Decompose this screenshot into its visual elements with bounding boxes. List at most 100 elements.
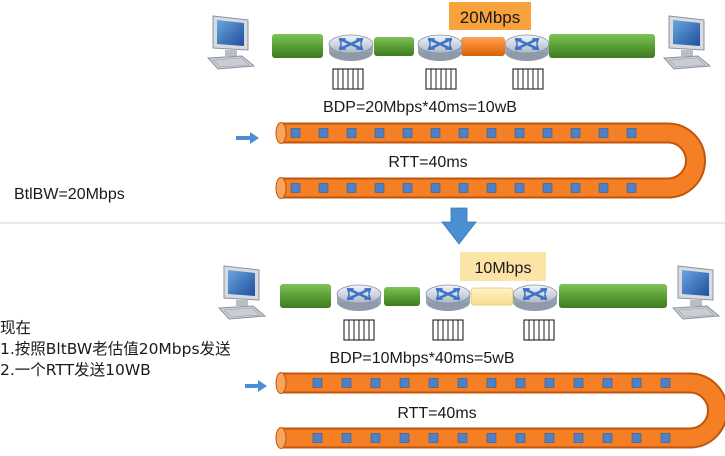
packet-row [312,378,671,388]
packet-row [312,433,671,443]
packet-marker [341,433,352,443]
queue-buffer-icon [432,319,464,341]
note-line: 1.按照BltBW老估值20Mbps发送 [0,340,231,358]
router-icon [424,283,472,313]
link-segment [272,34,323,58]
computer-icon [218,265,266,320]
queue-buffer-icon [425,68,457,90]
packet-marker [402,128,413,138]
packet-marker [290,183,301,193]
packet-marker [514,183,525,193]
queue-buffer-icon [332,68,364,90]
bdp-label: BDP=20Mbps*40ms=10wB [323,99,517,116]
right-arrow-icon [236,132,259,144]
packet-marker [602,378,613,388]
packet-marker [312,433,323,443]
packet-marker [428,378,439,388]
packet-marker [370,378,381,388]
packet-marker [626,183,637,193]
packet-marker [318,183,329,193]
packet-marker [457,378,468,388]
computer-icon [663,15,711,70]
link-segment [384,287,420,306]
queue-buffer-icon [523,319,555,341]
current-behavior-note: 现在 1.按照BltBW老估值20Mbps发送 2.一个RTT发送10WB [0,318,231,381]
packet-marker [598,183,609,193]
packet-marker [290,128,301,138]
computer-icon [207,15,255,70]
bandwidth-badge-label: 10Mbps [475,260,532,277]
packet-marker [374,128,385,138]
packet-marker [430,128,441,138]
badge-20mbps: 20Mbps [449,2,531,30]
packet-marker [660,378,671,388]
link-segment [374,37,414,56]
packet-marker [626,128,637,138]
packet-row [290,183,637,193]
packet-marker [312,378,323,388]
packet-marker [542,183,553,193]
bottleneck-link [461,37,505,56]
packet-marker [374,183,385,193]
packet-marker [544,378,555,388]
bandwidth-badge-label: 20Mbps [460,8,520,27]
router-icon [511,283,559,313]
packet-marker [631,378,642,388]
packet-marker [486,378,497,388]
packet-marker [631,433,642,443]
rtt-label: RTT=40ms [397,405,476,422]
packet-marker [346,183,357,193]
packet-marker [598,128,609,138]
packet-marker [514,128,525,138]
packet-marker [458,128,469,138]
btlbw-label: BtlBW=20Mbps [14,186,125,203]
rtt-label: RTT=40ms [388,154,467,171]
packet-marker [544,433,555,443]
router-icon [327,33,375,63]
packet-marker [515,433,526,443]
link-segment [549,34,655,58]
packet-marker [399,378,410,388]
packet-marker [570,183,581,193]
packet-marker [341,378,352,388]
packet-marker [428,433,439,443]
packet-marker [430,183,441,193]
packet-marker [486,433,497,443]
packet-marker [318,128,329,138]
packet-marker [370,433,381,443]
right-arrow-icon [245,380,267,392]
note-line: 现在 [0,319,32,337]
packet-marker [542,128,553,138]
queue-buffer-icon [343,319,375,341]
packet-marker [486,183,497,193]
link-segment [280,284,331,308]
packet-marker [660,433,671,443]
packet-marker [570,128,581,138]
packet-marker [486,128,497,138]
router-icon [503,33,551,63]
down-arrow-icon [441,207,477,245]
packet-marker [402,183,413,193]
packet-marker [573,433,584,443]
badge-10mbps: 10Mbps [460,252,546,281]
computer-icon [672,265,720,320]
router-icon [335,283,383,313]
bdp-label: BDP=10Mbps*40ms=5wB [330,350,515,367]
note-line: 2.一个RTT发送10WB [0,361,151,379]
bottom-scenario: 10Mbps BDP=10Mbps*40ms=5wB RTT=40ms [218,252,725,449]
packet-marker [602,433,613,443]
router-icon [416,33,464,63]
packet-marker [346,128,357,138]
top-scenario: 20Mbps BDP=20Mbps*40ms=10wB RTT=40ms [207,2,711,199]
packet-marker [458,183,469,193]
packet-marker [573,378,584,388]
packet-marker [515,378,526,388]
bottleneck-link-slowed [470,287,514,306]
packet-marker [399,433,410,443]
packet-row [290,128,637,138]
link-segment [559,284,667,308]
packet-marker [457,433,468,443]
queue-buffer-icon [512,68,544,90]
